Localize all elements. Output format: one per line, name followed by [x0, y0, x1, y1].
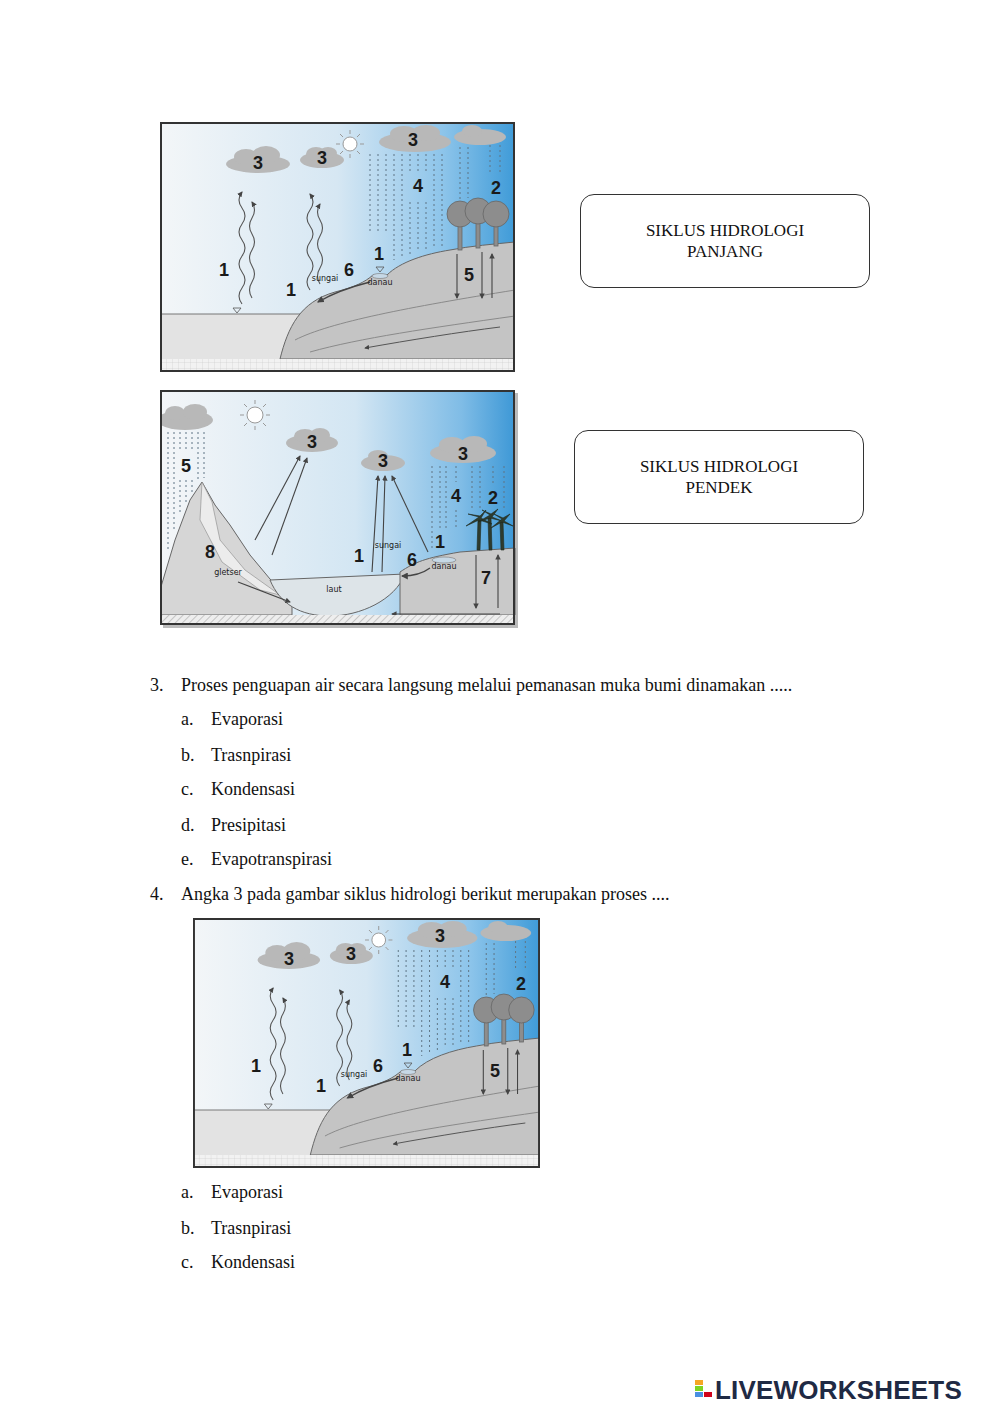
- callout-number: 3: [346, 945, 356, 963]
- place-label: gletser: [214, 569, 242, 577]
- question-number: 4.: [150, 883, 164, 905]
- place-label: danau: [395, 1075, 420, 1083]
- callout-number: 2: [491, 179, 501, 197]
- option-letter: e.: [181, 848, 194, 870]
- callout-number: 2: [488, 489, 498, 507]
- callout-number: 3: [307, 433, 317, 451]
- question-text: Proses penguapan air secara langsung mel…: [181, 674, 792, 696]
- callout-number: 4: [451, 487, 461, 505]
- option-text: Trasnpirasi: [211, 744, 291, 766]
- place-label: laut: [326, 586, 341, 594]
- callout-number: 3: [408, 131, 418, 149]
- callout-number: 3: [317, 149, 327, 167]
- callout-number: 6: [373, 1057, 383, 1075]
- option-letter: a.: [181, 1181, 194, 1203]
- callout-number: 6: [344, 261, 354, 279]
- callout-number: 3: [435, 927, 445, 945]
- title-box: SIKLUS HIDROLOGI PENDEK: [574, 430, 864, 524]
- callout-number: 5: [490, 1062, 500, 1080]
- option-letter: c.: [181, 1251, 194, 1273]
- callout-number: 1: [374, 245, 384, 263]
- box-text-group: SIKLUS HIDROLOGI PANJANG: [626, 220, 824, 262]
- option-text: Evaporasi: [211, 708, 283, 730]
- question-number: 3.: [150, 674, 164, 696]
- question-text: Angka 3 pada gambar siklus hidrologi ber…: [181, 883, 669, 905]
- callout-number: 6: [407, 551, 417, 569]
- option-text: Kondensasi: [211, 1251, 295, 1273]
- option-text: Kondensasi: [211, 778, 295, 800]
- callout-number: 1: [251, 1057, 261, 1075]
- place-label: danau: [367, 279, 392, 287]
- option-text: Evaporasi: [211, 1181, 283, 1203]
- callout-number: 1: [402, 1041, 412, 1059]
- long-cycle-illustration: [193, 918, 540, 1168]
- option-letter: b.: [181, 744, 195, 766]
- callout-number: 4: [440, 973, 450, 991]
- box-text-group: SIKLUS HIDROLOGI PENDEK: [620, 456, 818, 498]
- logo-icon: [694, 1379, 714, 1401]
- callout-number: 4: [413, 177, 423, 195]
- option-text: Trasnpirasi: [211, 1217, 291, 1239]
- place-label: sungai: [375, 542, 402, 550]
- option-text: Evapotranspirasi: [211, 848, 332, 870]
- watermark: LIVEWORKSHEETS: [715, 1375, 962, 1405]
- option-letter: a.: [181, 708, 194, 730]
- callout-number: 3: [458, 445, 468, 463]
- long-cycle-illustration: [160, 122, 515, 372]
- option-text: Presipitasi: [211, 814, 286, 836]
- option-letter: c.: [181, 778, 194, 800]
- callout-number: 1: [286, 281, 296, 299]
- place-label: sungai: [341, 1071, 368, 1079]
- callout-number: 5: [181, 457, 191, 475]
- callout-number: 1: [316, 1077, 326, 1095]
- callout-number: 1: [219, 261, 229, 279]
- box-title: SIKLUS HIDROLOGI PENDEK: [620, 456, 818, 498]
- box-title: SIKLUS HIDROLOGI PANJANG: [626, 220, 824, 262]
- callout-number: 1: [435, 533, 445, 551]
- callout-number: 2: [516, 975, 526, 993]
- option-letter: d.: [181, 814, 195, 836]
- callout-number: 8: [205, 543, 215, 561]
- callout-number: 3: [253, 154, 263, 172]
- title-box: SIKLUS HIDROLOGI PANJANG: [580, 194, 870, 288]
- callout-number: 1: [354, 547, 364, 565]
- callout-number: 3: [378, 452, 388, 470]
- option-letter: b.: [181, 1217, 195, 1239]
- callout-number: 3: [284, 950, 294, 968]
- callout-number: 5: [464, 266, 474, 284]
- callout-number: 7: [481, 569, 491, 587]
- place-label: sungai: [312, 275, 339, 283]
- place-label: danau: [431, 563, 456, 571]
